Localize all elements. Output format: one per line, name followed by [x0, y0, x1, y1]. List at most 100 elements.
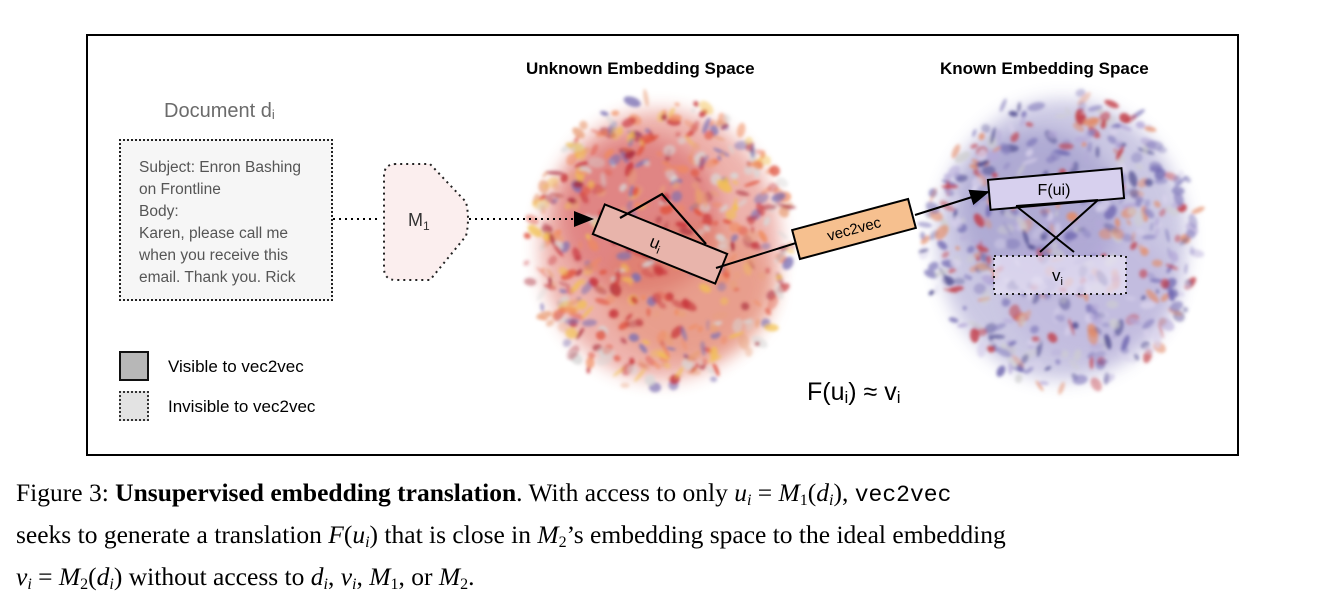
cloud-speckle [986, 255, 992, 265]
cloud-speckle [967, 320, 983, 329]
cloud-speckle [619, 183, 627, 192]
cloud-speckle [708, 158, 721, 165]
v-target-label: vi [1052, 266, 1063, 288]
cloud-speckle [641, 340, 650, 345]
cloud-speckle [595, 329, 607, 340]
cloud-speckle [1071, 322, 1079, 329]
cloud-speckle [981, 274, 995, 285]
cloud-speckle [700, 341, 706, 356]
cloud-speckle [1082, 117, 1099, 126]
cloud-speckle [1115, 146, 1124, 161]
cloud-speckle [1135, 228, 1146, 236]
cloud-speckle [1154, 217, 1160, 227]
cloud-speckle [1174, 234, 1181, 243]
cloud-speckle [695, 188, 703, 205]
cloud-speckle [1093, 350, 1106, 359]
cloud-speckle [975, 256, 981, 261]
cloud-speckle [663, 144, 676, 156]
cloud-speckle [782, 256, 794, 270]
cloud-speckle [552, 309, 557, 319]
cloud-speckle [1144, 178, 1154, 187]
cloud-speckle [523, 232, 531, 239]
cloud-speckle [716, 179, 732, 193]
cloud-speckle [1121, 335, 1130, 351]
cloud-speckle [1165, 263, 1179, 270]
cloud-speckle [785, 249, 796, 254]
cloud-speckle [577, 299, 588, 310]
cloud-speckle [720, 297, 729, 306]
cloud-speckle [720, 335, 728, 345]
cloud-speckle [723, 114, 731, 123]
cloud-speckle [701, 191, 708, 209]
cloud-speckle [1024, 366, 1034, 374]
cloud-speckle [730, 241, 735, 252]
cloud-speckle [941, 184, 959, 189]
caption-line-1: Figure 3: Unsupervised embedding transla… [16, 478, 952, 509]
cloud-speckle [572, 180, 584, 189]
cloud-speckle [975, 262, 989, 271]
cloud-speckle [1021, 110, 1027, 118]
cloud-speckle [710, 331, 721, 340]
cloud-speckle [596, 354, 613, 366]
cloud-speckle [1143, 329, 1151, 339]
cloud-speckle [564, 202, 572, 210]
cloud-speckle [1111, 333, 1116, 339]
cloud-speckle [775, 274, 783, 280]
cloud-speckle [1154, 178, 1168, 185]
cloud-speckle [710, 190, 720, 197]
cloud-speckle [608, 154, 621, 166]
cloud-speckle [992, 146, 1001, 153]
cloud-speckle [1025, 148, 1034, 157]
cloud-speckle [627, 138, 634, 148]
cloud-speckle [610, 275, 616, 282]
cloud-speckle [579, 191, 589, 204]
cloud-speckle [585, 357, 595, 369]
cloud-speckle [1128, 170, 1138, 188]
cloud-speckle [641, 295, 647, 300]
cloud-speckle [656, 150, 663, 157]
cloud-speckle [1189, 246, 1195, 255]
cloud-speckle [929, 187, 937, 203]
cloud-speckle [996, 365, 1006, 377]
cloud-speckle [579, 120, 588, 130]
cloud-speckle [1001, 297, 1011, 307]
cloud-speckle [924, 269, 938, 279]
cloud-speckle [1053, 149, 1071, 156]
cloud-speckle [1143, 345, 1155, 354]
cloud-speckle [987, 334, 1006, 339]
cloud-speckle [581, 278, 586, 286]
cloud-speckle [764, 323, 779, 332]
cloud-speckle [730, 172, 739, 179]
cloud-speckle [662, 109, 668, 115]
cloud-speckle [616, 251, 632, 261]
cloud-speckle [763, 155, 771, 166]
cloud-speckle [1007, 357, 1020, 369]
cloud-speckle [1140, 247, 1149, 257]
cloud-speckle [941, 251, 950, 259]
cloud-speckle [587, 238, 599, 252]
cloud-speckle [574, 142, 586, 160]
cloud-speckle [1144, 126, 1157, 132]
cloud-speckle [637, 358, 646, 370]
cloud-speckle [699, 100, 714, 115]
cloud-speckle [581, 319, 598, 327]
cloud-speckle [719, 204, 729, 213]
cloud-speckle [971, 177, 984, 188]
cloud-speckle [948, 165, 961, 177]
cloud-speckle [1058, 381, 1065, 395]
cloud-speckle [587, 180, 595, 189]
document-line: email. Thank you. Rick [139, 269, 296, 286]
cloud-speckle [732, 318, 743, 333]
cloud-speckle [769, 165, 780, 177]
cloud-speckle [923, 211, 932, 218]
cloud-speckle [540, 225, 553, 234]
cloud-speckle [1111, 227, 1124, 240]
cloud-speckle [675, 221, 688, 228]
cloud-speckle [1068, 318, 1075, 336]
cloud-speckle [767, 182, 779, 193]
cloud-speckle [757, 271, 767, 281]
cloud-speckle [690, 168, 700, 177]
cloud-speckle [1027, 244, 1036, 251]
cloud-speckle [1000, 343, 1006, 349]
v-target-box [993, 255, 1127, 295]
